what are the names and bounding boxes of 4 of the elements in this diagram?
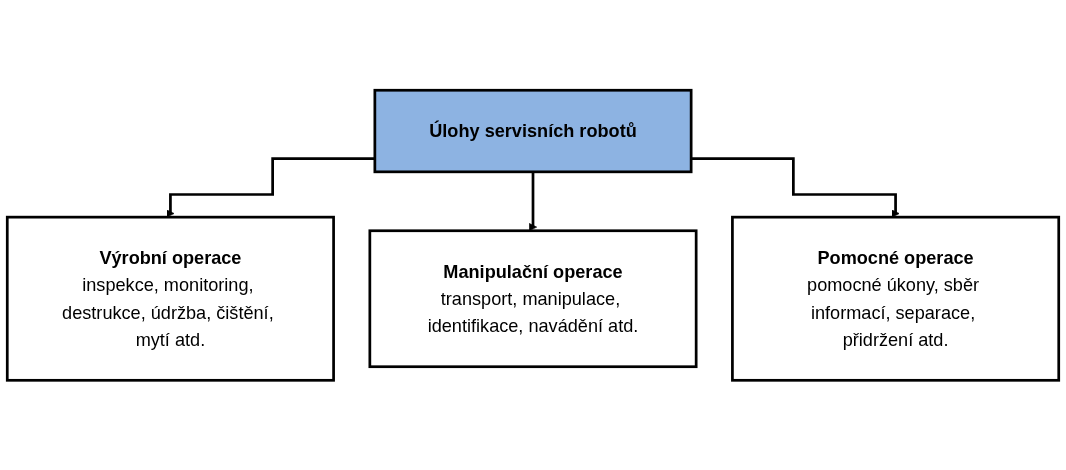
node-box: Výrobní operace inspekce, monitoring, destrukce, údržba, čištění, mytí atd. bbox=[5, 215, 335, 382]
node-box: Úlohy servisních robotů bbox=[373, 88, 693, 173]
node-box: Manipulační operace transport, manipulace, identifikace, navádění atd. bbox=[368, 229, 698, 368]
node-box: Pomocné operace pomocné úkony, sběr informací, separace, přidržení atd. bbox=[731, 215, 1061, 382]
